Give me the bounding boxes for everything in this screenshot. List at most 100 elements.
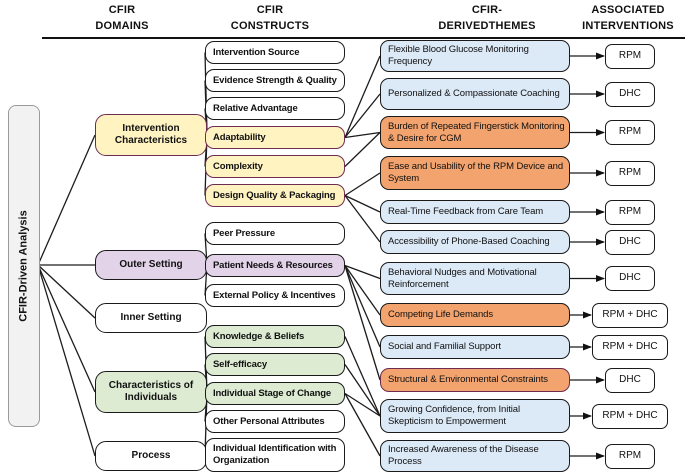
badge-label: DHC <box>619 373 641 385</box>
edge-c8-t7 <box>344 264 381 280</box>
badge-label: DHC <box>619 87 641 99</box>
theme-structural-environmental-constraints: Structural & Environmental Constraints <box>380 368 570 392</box>
theme-label: Social and Familial Support <box>388 341 501 353</box>
badge-rpm-dhc: RPM + DHC <box>592 403 668 429</box>
root-node-cfir-driven-analysis: CFIR-Driven Analysis <box>8 105 40 427</box>
domain-characteristics-of-individuals: Characteristics of Individuals <box>95 371 207 413</box>
badge-rpm: RPM <box>605 160 655 186</box>
badge-dhc: DHC <box>605 229 655 255</box>
edge-c4-t3 <box>344 131 381 139</box>
edge-c12-t11 <box>344 392 381 417</box>
construct-knowledge-beliefs: Knowledge & Beliefs <box>205 325 345 348</box>
construct-label: Knowledge & Beliefs <box>213 330 305 342</box>
edge-root-d1 <box>37 134 96 266</box>
edge-root-d4 <box>37 264 96 393</box>
construct-other-personal-attributes: Other Personal Attributes <box>205 410 345 433</box>
construct-label: Intervention Source <box>213 46 300 58</box>
header-line: CONSTRUCTS <box>230 19 310 32</box>
header-line: DERIVEDTHEMES <box>438 19 536 32</box>
badge-rpm: RPM <box>605 43 655 69</box>
theme-label: Real-Time Feedback from Care Team <box>388 206 544 218</box>
construct-label: Complexity <box>213 160 263 172</box>
construct-evidence-strength-quality: Evidence Strength & Quality <box>205 69 345 92</box>
theme-label: Ease and Usability of the RPM Device and… <box>388 161 564 184</box>
badge-label: RPM <box>618 166 642 178</box>
construct-label: Individual Identification with Organizat… <box>213 443 337 466</box>
theme-growing-confidence-from-initial-skepticism-to-empowerment: Growing Confidence, from Initial Skeptic… <box>380 399 570 433</box>
badge-rpm-dhc: RPM + DHC <box>592 302 668 328</box>
domain-label: Characteristics of Individuals <box>108 379 194 404</box>
theme-label: Flexible Blood Glucose Monitoring Freque… <box>388 44 529 67</box>
theme-label: Burden of Repeated Fingerstick Monitorin… <box>388 120 565 144</box>
header-cfir-constructs: CFIR CONSTRUCTS <box>231 3 309 35</box>
theme-accessibility-of-phone-based-coaching: Accessibility of Phone-Based Coaching <box>380 230 570 254</box>
construct-self-efficacy: Self-efficacy <box>205 353 345 376</box>
theme-increased-awareness-of-the-disease-process: Increased Awareness of the Disease Proce… <box>380 440 570 472</box>
badge-label: RPM + DHC <box>602 308 658 320</box>
construct-intervention-source: Intervention Source <box>205 41 345 64</box>
header-line: INTERVENTIONS <box>582 19 674 32</box>
theme-label: Personalized & Compassionate Coaching <box>388 88 560 100</box>
theme-label: Increased Awareness of the Disease Proce… <box>388 444 539 467</box>
construct-external-policy-incentives: External Policy & Incentives <box>205 284 345 307</box>
header-cfir-derived-themes: CFIR- DERIVEDTHEMES <box>438 3 535 35</box>
construct-label: Peer Pressure <box>213 227 275 239</box>
construct-label: Adaptability <box>213 131 266 143</box>
construct-patient-needs-resources: Patient Needs & Resources <box>205 254 345 277</box>
edge-c8-t9 <box>344 265 381 348</box>
domain-label: Inner Setting <box>120 311 182 323</box>
header-line: ASSOCIATED <box>591 4 665 16</box>
edge-root-d5 <box>37 264 96 457</box>
construct-relative-advantage: Relative Advantage <box>205 97 345 120</box>
construct-label: Self-efficacy <box>213 358 268 370</box>
theme-label: Behavioral Nudges and Motivational Reinf… <box>388 266 537 290</box>
construct-label: Design Quality & Packaging <box>213 189 336 201</box>
domain-outer-setting: Outer Setting <box>95 250 207 280</box>
root-label: CFIR-Driven Analysis <box>18 210 30 322</box>
badge-rpm: RPM <box>605 120 655 145</box>
construct-label: Other Personal Attributes <box>213 415 325 427</box>
edge-c10-t11 <box>344 336 381 417</box>
edge-c4-t1 <box>344 55 381 138</box>
theme-ease-and-usability-of-the-rpm-device-and-system: Ease and Usability of the RPM Device and… <box>380 156 570 190</box>
badge-label: DHC <box>619 272 641 284</box>
construct-peer-pressure: Peer Pressure <box>205 222 345 245</box>
badge-dhc: DHC <box>605 81 655 107</box>
theme-label: Structural & Environmental Constraints <box>388 374 548 386</box>
header-line: CFIR <box>256 4 284 16</box>
badge-rpm-dhc: RPM + DHC <box>592 334 668 360</box>
edge-c11-t11 <box>344 364 381 417</box>
theme-behavioral-nudges-and-motivational-reinforcement: Behavioral Nudges and Motivational Reinf… <box>380 262 570 295</box>
badge-label: RPM + DHC <box>602 409 658 421</box>
theme-label: Competing Life Demands <box>388 309 493 321</box>
edge-c12-t12 <box>344 393 381 457</box>
construct-label: External Policy & Incentives <box>213 289 336 301</box>
domain-intervention-characteristics: Intervention Characteristics <box>95 114 207 156</box>
badge-rpm: RPM <box>605 443 655 469</box>
construct-label: Evidence Strength & Quality <box>213 74 337 86</box>
header-line: CFIR- <box>471 4 503 16</box>
edge-root-d3 <box>37 264 96 319</box>
edge-c6-t4 <box>344 172 381 197</box>
theme-label: Accessibility of Phone-Based Coaching <box>388 236 550 248</box>
domain-label: Intervention Characteristics <box>114 122 188 147</box>
edge-c5-t3 <box>344 132 381 167</box>
edge-c8-t8 <box>344 265 381 316</box>
theme-competing-life-demands: Competing Life Demands <box>380 303 570 327</box>
construct-label: Patient Needs & Resources <box>213 259 333 271</box>
construct-complexity: Complexity <box>205 155 345 178</box>
theme-real-time-feedback-from-care-team: Real-Time Feedback from Care Team <box>380 200 570 224</box>
theme-personalized-compassionate-coaching: Personalized & Compassionate Coaching <box>380 78 570 110</box>
edge-c8-t10 <box>344 265 381 381</box>
domain-inner-setting: Inner Setting <box>95 303 207 333</box>
badge-label: RPM <box>618 126 642 138</box>
badge-dhc: DHC <box>605 266 655 291</box>
construct-individual-identification-with-organization: Individual Identification with Organizat… <box>205 438 345 472</box>
construct-label: Relative Advantage <box>213 102 298 114</box>
theme-social-and-familial-support: Social and Familial Support <box>380 335 570 359</box>
badge-label: DHC <box>619 235 641 247</box>
construct-label: Individual Stage of Change <box>213 387 332 399</box>
header-associated-interventions: ASSOCIATED INTERVENTIONS <box>582 3 674 35</box>
construct-individual-stage-of-change: Individual Stage of Change <box>205 382 345 405</box>
edge-c4-t2 <box>344 93 381 138</box>
